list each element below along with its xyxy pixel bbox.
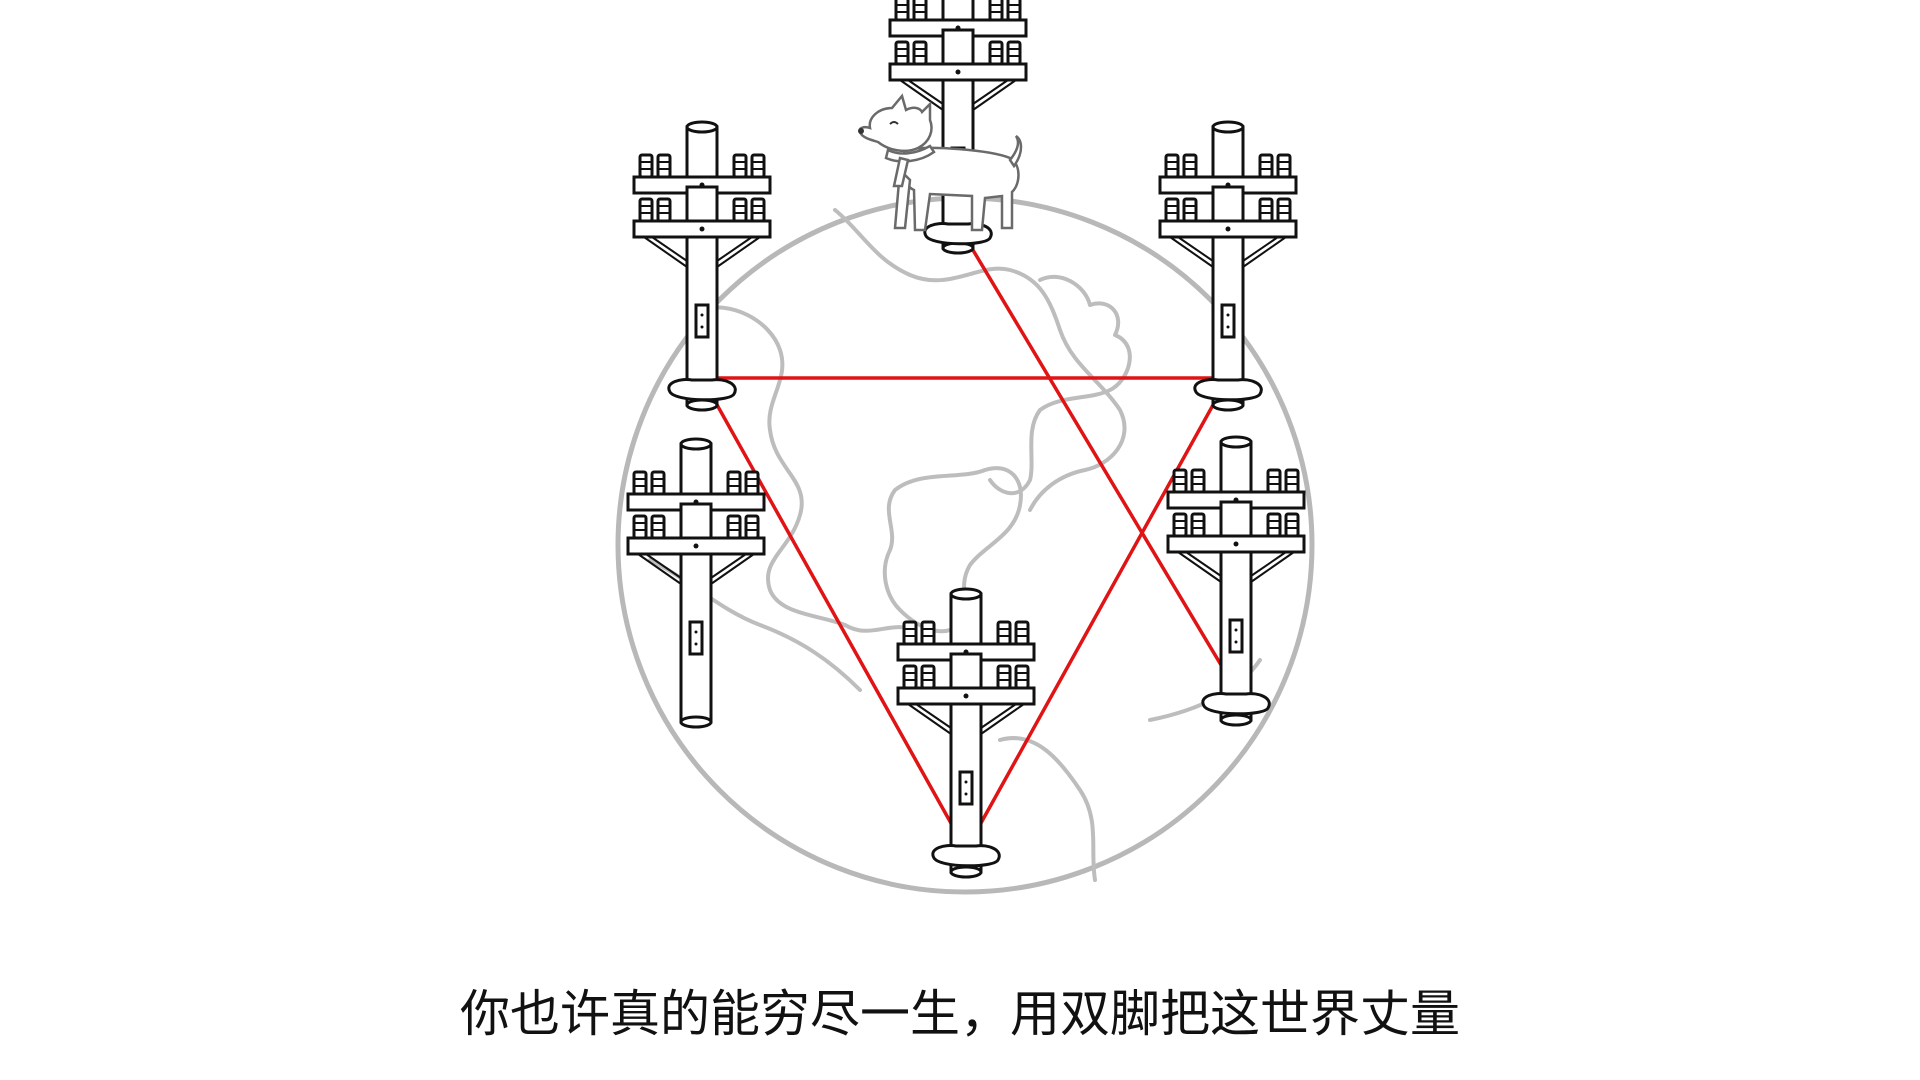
land-outline-north: [833, 208, 1127, 512]
wire-upper-right-to-bottom: [964, 376, 1230, 852]
wire-upper-left-to-bottom: [700, 376, 968, 852]
land-outline-north-america: [988, 274, 1132, 496]
red-wires: [700, 223, 1238, 852]
pole-bottom-base: [931, 844, 1001, 868]
white-dog-with-scarf: [858, 93, 1023, 232]
wire-top-to-mid-right: [956, 223, 1238, 692]
pole-upper-left-base: [667, 378, 737, 402]
pole-mid-right-base: [1201, 692, 1271, 716]
pole-upper-right-base: [1193, 378, 1263, 402]
subtitle-caption: 你也许真的能穷尽一生，用双脚把这世界丈量: [460, 985, 1460, 1043]
land-outline-west: [698, 305, 917, 633]
